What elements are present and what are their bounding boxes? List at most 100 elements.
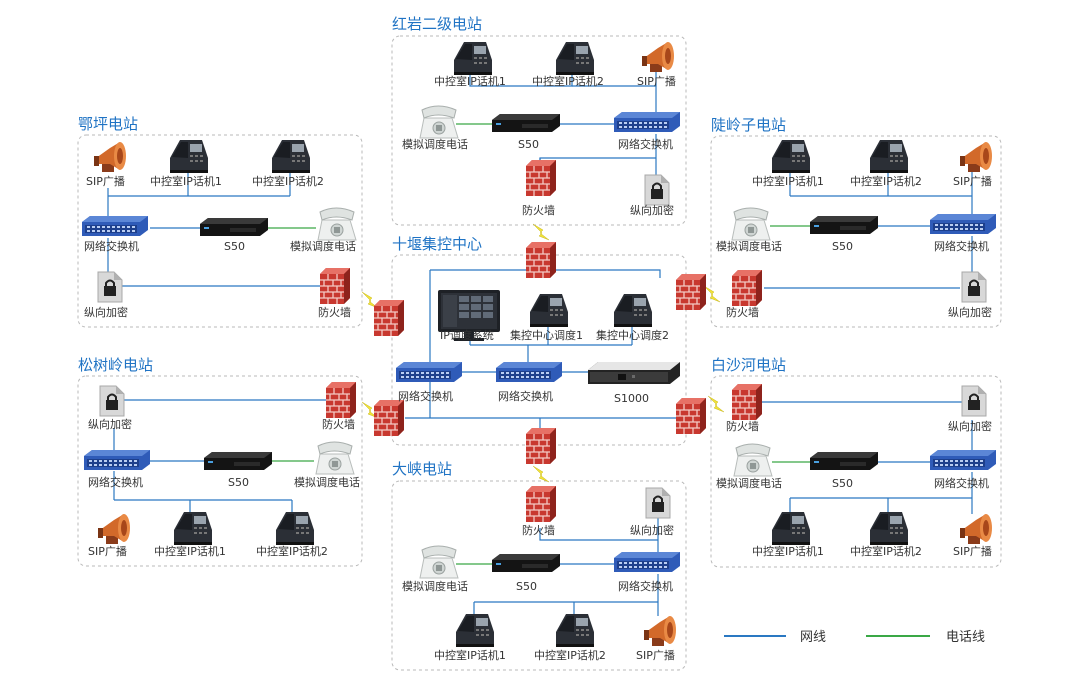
baisha-ip-phone-2-label: 中控室IP话机2 bbox=[850, 544, 922, 558]
songshu-analog-phone-icon bbox=[315, 441, 355, 475]
baisha-encrypt-icon bbox=[961, 385, 987, 417]
center-switch-2-icon bbox=[496, 362, 562, 382]
daxia-ip-phone-2-icon bbox=[556, 614, 594, 647]
eping-station-box bbox=[77, 134, 363, 328]
hongyan-s50-label: S50 bbox=[518, 138, 539, 151]
songshu-s50-label: S50 bbox=[228, 476, 249, 489]
legend-phone-label: 电话线 bbox=[946, 630, 985, 645]
center-switch-2-label: 网络交换机 bbox=[498, 389, 553, 403]
center-s1000-icon bbox=[588, 362, 680, 384]
luling-sip-horn-icon bbox=[960, 142, 992, 172]
center-right-bottom-firewall-icon bbox=[675, 397, 707, 435]
eping-ip-phone-2-label: 中控室IP话机2 bbox=[252, 174, 324, 188]
songshu-ip-phone-2-label: 中控室IP话机2 bbox=[256, 544, 328, 558]
baisha-analog-phone-icon bbox=[733, 443, 773, 477]
baisha-switch-label: 网络交换机 bbox=[934, 476, 989, 490]
songshu-sip-horn-icon bbox=[98, 514, 130, 544]
eping-ip-phone-2-icon bbox=[272, 140, 310, 173]
daxia-firewall-link bbox=[539, 528, 658, 541]
baisha-switch-icon bbox=[930, 450, 996, 470]
eping-ip-phone-1-label: 中控室IP话机1 bbox=[150, 174, 222, 188]
songshu-ip-phone-1-label: 中控室IP话机1 bbox=[154, 544, 226, 558]
songshu-ip-phone-1-icon bbox=[174, 512, 212, 545]
songshu-switch-icon bbox=[84, 450, 150, 470]
center-dispatch-1-label: 集控中心调度1 bbox=[510, 328, 583, 342]
songshu-encrypt-icon bbox=[99, 385, 125, 417]
daxia-switch-label: 网络交换机 bbox=[618, 579, 673, 593]
luling-analog-label: 模拟调度电话 bbox=[716, 239, 782, 253]
eping-switch-icon bbox=[82, 216, 148, 236]
daxia-sip-label: SIP广播 bbox=[636, 648, 675, 662]
center-station-box bbox=[391, 254, 687, 446]
hongyan-firewall-icon bbox=[525, 159, 557, 197]
center-dispatch-1-icon bbox=[530, 294, 568, 327]
baisha-ip-phone-1-icon bbox=[772, 512, 810, 545]
luling-switch-icon bbox=[930, 214, 996, 234]
daxia-ip-phone-2-label: 中控室IP话机2 bbox=[534, 648, 606, 662]
baisha-s50-icon bbox=[810, 452, 878, 470]
center-top-bus bbox=[430, 269, 661, 278]
luling-analog-phone-icon bbox=[731, 207, 771, 241]
baisha-s50-label: S50 bbox=[832, 477, 853, 490]
eping-title: 鄂坪电站 bbox=[78, 115, 138, 133]
baisha-sip-horn-icon bbox=[960, 514, 992, 544]
baisha-firewall-label: 防火墙 bbox=[726, 419, 759, 433]
luling-station-box bbox=[710, 135, 1002, 328]
eping-ip-phone-1-icon bbox=[170, 140, 208, 173]
bolt-luling-center bbox=[703, 285, 721, 303]
baisha-station-box bbox=[710, 375, 1002, 568]
daxia-firewall-label: 防火墙 bbox=[522, 523, 555, 537]
bolt-hongyan-center bbox=[532, 223, 550, 241]
center-bottom-firewall-icon bbox=[525, 427, 557, 465]
legend-network-label: 网线 bbox=[800, 630, 826, 645]
eping-s50-label: S50 bbox=[224, 240, 245, 253]
eping-encrypt-icon bbox=[97, 271, 123, 303]
daxia-firewall-icon bbox=[525, 485, 557, 523]
luling-ip-phone-1-label: 中控室IP话机1 bbox=[752, 174, 824, 188]
center-top-firewall-icon bbox=[525, 241, 557, 279]
baisha-encrypt-label: 纵向加密 bbox=[948, 419, 992, 433]
luling-encrypt-label: 纵向加密 bbox=[948, 305, 992, 319]
phone-lines bbox=[268, 123, 810, 565]
hongyan-ip-phone-2-icon bbox=[556, 42, 594, 75]
songshu-ip-phone-2-icon bbox=[276, 512, 314, 545]
eping-firewall-icon bbox=[319, 267, 351, 305]
daxia-s50-icon bbox=[492, 554, 560, 572]
hongyan-phone-bus bbox=[469, 72, 573, 87]
luling-firewall-icon bbox=[731, 269, 763, 307]
daxia-analog-label: 模拟调度电话 bbox=[402, 579, 468, 593]
hongyan-ip-phone-1-label: 中控室IP话机1 bbox=[434, 74, 506, 88]
network-lines bbox=[107, 70, 973, 616]
daxia-ip-phone-1-label: 中控室IP话机1 bbox=[434, 648, 506, 662]
center-right-firewall-icon bbox=[675, 273, 707, 311]
daxia-title: 大峡电站 bbox=[392, 460, 452, 478]
luling-ip-phone-2-icon bbox=[870, 140, 908, 173]
eping-sip-horn-icon bbox=[94, 142, 126, 172]
hongyan-firewall-link bbox=[539, 157, 656, 160]
luling-title: 陡岭子电站 bbox=[711, 116, 786, 134]
luling-encrypt-icon bbox=[961, 271, 987, 303]
center-switch-1-label: 网络交换机 bbox=[398, 389, 453, 403]
daxia-s50-label: S50 bbox=[516, 580, 537, 593]
hongyan-title: 红岩二级电站 bbox=[392, 15, 482, 33]
luling-s50-icon bbox=[810, 216, 878, 234]
baisha-firewall-icon bbox=[731, 383, 763, 421]
center-dispatch-2-icon bbox=[614, 294, 652, 327]
bolt-center-daxia bbox=[532, 465, 550, 483]
hongyan-station-box bbox=[391, 35, 687, 226]
hongyan-switch-label: 网络交换机 bbox=[618, 137, 673, 151]
center-left-firewall-icon bbox=[373, 299, 405, 337]
hongyan-ip-phone-1-icon bbox=[454, 42, 492, 75]
eping-encrypt-label: 纵向加密 bbox=[84, 305, 128, 319]
baisha-ip-phone-2-icon bbox=[870, 512, 908, 545]
daxia-station-box bbox=[391, 480, 687, 671]
daxia-switch-icon bbox=[614, 552, 680, 572]
daxia-ip-phone-1-icon bbox=[456, 614, 494, 647]
hongyan-sip-label: SIP广播 bbox=[637, 74, 676, 88]
center-switch-1-icon bbox=[396, 362, 462, 382]
songshu-analog-label: 模拟调度电话 bbox=[294, 475, 360, 489]
hongyan-encrypt-icon bbox=[644, 174, 670, 206]
luling-sip-label: SIP广播 bbox=[953, 174, 992, 188]
luling-firewall-label: 防火墙 bbox=[726, 305, 759, 319]
